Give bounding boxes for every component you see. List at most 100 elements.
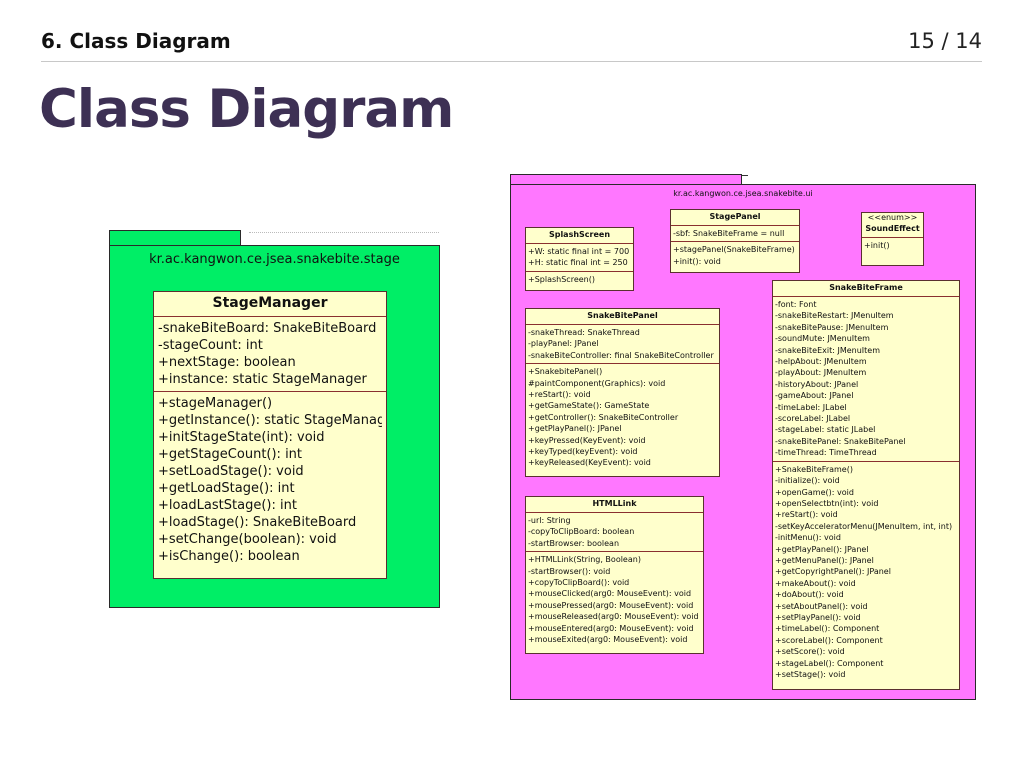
member-row: +getCopyrightPanel(): JPanel bbox=[775, 567, 891, 577]
member-row: +reStart(): void bbox=[528, 390, 591, 400]
member-row: +keyPressed(KeyEvent): void bbox=[528, 435, 646, 445]
member-row: -copyToClipBoard: boolean bbox=[528, 527, 635, 537]
member-row: +openSelectbtn(int): void bbox=[775, 498, 879, 508]
member-row: +scoreLabel(): Component bbox=[775, 635, 883, 645]
member-row: -playAbout: JMenuItem bbox=[775, 368, 867, 378]
member-row: +makeAbout(): void bbox=[775, 578, 856, 588]
member-row: -gameAbout: JPanel bbox=[775, 391, 854, 401]
member-row: +H: static final int = 250 bbox=[528, 258, 628, 268]
member-row: -startBrowser: boolean bbox=[528, 538, 620, 548]
member-row: +stagePanel(SnakeBiteFrame) bbox=[673, 245, 795, 255]
member-row: +stageLabel(): Component bbox=[775, 658, 884, 668]
member-row: -initialize(): void bbox=[775, 476, 840, 486]
member-row: +mouseExited(arg0: MouseEvent): void bbox=[528, 635, 688, 645]
member-row: -stageLabel: static JLabel bbox=[775, 425, 876, 435]
member-row: -stageCount: int bbox=[158, 338, 263, 353]
member-row: +copyToClipBoard(): void bbox=[528, 578, 630, 588]
member-row: +SplashScreen() bbox=[528, 274, 595, 284]
class-sound-effect: <<enum>> SoundEffect +init() bbox=[861, 212, 924, 266]
member-row: +instance: static StageManager bbox=[158, 372, 367, 387]
member-row: -snakeThread: SnakeThread bbox=[528, 328, 640, 337]
member-row: +getPlayPanel(): JPanel bbox=[528, 424, 622, 434]
member-row: -sbf: SnakeBiteFrame = null bbox=[673, 229, 785, 238]
header-divider bbox=[41, 61, 982, 62]
member-row: +nextStage: boolean bbox=[158, 355, 296, 370]
class-name: SnakeBiteFrame bbox=[773, 281, 959, 297]
member-row: -playPanel: JPanel bbox=[528, 339, 599, 349]
member-row: #paintComponent(Graphics): void bbox=[528, 378, 666, 388]
member-row: -font: Font bbox=[775, 300, 817, 309]
member-row: +HTMLLink(String, Boolean) bbox=[528, 555, 641, 565]
attributes-section: -snakeBiteBoard: SnakeBiteBoard -stageCou… bbox=[154, 317, 386, 392]
methods-section: +SnakeBiteFrame()-initialize(): void+ope… bbox=[773, 462, 959, 683]
member-row: +initStageState(int): void bbox=[158, 430, 325, 445]
methods-section: +SplashScreen() bbox=[526, 272, 633, 287]
member-row: +stageManager() bbox=[158, 396, 273, 411]
member-row: +mouseReleased(arg0: MouseEvent): void bbox=[528, 612, 699, 622]
member-row: +getStageCount(): int bbox=[158, 447, 303, 462]
member-row: +mouseClicked(arg0: MouseEvent): void bbox=[528, 589, 692, 599]
page-indicator: 15 / 14 bbox=[908, 29, 982, 53]
member-row: +mousePressed(arg0: MouseEvent): void bbox=[528, 600, 694, 610]
class-stage-manager: StageManager -snakeBiteBoard: SnakeBiteB… bbox=[153, 291, 387, 579]
member-row: +setPlayPanel(): void bbox=[775, 612, 861, 622]
class-stage-panel: StagePanel -sbf: SnakeBiteFrame = null +… bbox=[670, 209, 800, 273]
attributes-section: -font: Font-snakeBiteRestart: JMenuItem-… bbox=[773, 297, 959, 462]
member-row: -timeThread: TimeThread bbox=[775, 448, 877, 458]
member-row: -snakeBitePanel: SnakeBitePanel bbox=[775, 436, 906, 446]
class-snakebite-frame: SnakeBiteFrame -font: Font -snakeBiteRest… bbox=[772, 280, 960, 690]
member-row: +openGame(): void bbox=[775, 487, 854, 497]
class-name: HTMLLink bbox=[526, 497, 703, 513]
member-row: -snakeBiteBoard: SnakeBiteBoard bbox=[158, 321, 377, 336]
member-row: +loadStage(): SnakeBiteBoard bbox=[158, 515, 357, 530]
package-ui: kr.ac.kangwon.ce.jsea.snakebite.ui Splas… bbox=[510, 174, 976, 700]
member-row: -snakeBiteController: final SnakeBiteCon… bbox=[528, 350, 714, 360]
member-row: +getMenuPanel(): JPanel bbox=[775, 555, 874, 565]
member-row: +isChange(): boolean bbox=[158, 549, 300, 564]
member-row: -snakeBiteRestart: JMenuItem bbox=[775, 311, 894, 321]
member-row: +getLoadStage(): int bbox=[158, 481, 295, 496]
member-row: -snakeBitePause: JMenuItem bbox=[775, 322, 889, 332]
class-name: SoundEffect bbox=[862, 223, 923, 238]
member-row: +reStart(): void bbox=[775, 510, 838, 520]
slide-title: Class Diagram bbox=[39, 79, 454, 140]
member-row: +loadLastStage(): int bbox=[158, 498, 297, 513]
attributes-section: +W: static final int = 700 +H: static fin… bbox=[526, 244, 633, 272]
member-row: -url: String bbox=[528, 516, 571, 525]
methods-section: +stagePanel(SnakeBiteFrame)+init(): void bbox=[671, 242, 799, 269]
member-row: +SnakebitePanel() bbox=[528, 367, 603, 377]
member-row: -helpAbout: JMenuItem bbox=[775, 357, 867, 367]
member-row: +getGameState(): GameState bbox=[528, 401, 650, 411]
class-name: StageManager bbox=[154, 292, 386, 317]
member-row: +SnakeBiteFrame() bbox=[775, 464, 853, 474]
class-htmllink: HTMLLink -url: String -copyToClipBoard: b… bbox=[525, 496, 704, 654]
member-row: +setStage(): void bbox=[775, 670, 846, 679]
class-name: SnakeBitePanel bbox=[526, 309, 719, 325]
methods-section: +stageManager() +getInstance(): static St… bbox=[154, 392, 386, 568]
member-row: -snakeBiteExit: JMenuItem bbox=[775, 345, 880, 355]
package-name: kr.ac.kangwon.ce.jsea.snakebite.stage bbox=[149, 252, 400, 267]
package-name: kr.ac.kangwon.ce.jsea.snakebite.ui bbox=[673, 189, 813, 198]
member-row: +init() bbox=[864, 241, 890, 250]
member-row: -soundMute: JMenuItem bbox=[775, 334, 870, 344]
package-tab-guide bbox=[249, 232, 439, 233]
member-row: +setLoadStage(): void bbox=[158, 464, 304, 479]
package-stage: kr.ac.kangwon.ce.jsea.snakebite.stage St… bbox=[109, 230, 440, 608]
member-row: -initMenu(): void bbox=[775, 533, 841, 543]
member-row: +mouseEntered(arg0: MouseEvent): void bbox=[528, 623, 694, 633]
member-row: -timeLabel: JLabel bbox=[775, 402, 847, 412]
class-splash-screen: SplashScreen +W: static final int = 700+… bbox=[525, 227, 634, 291]
member-row: +setScore(): void bbox=[775, 647, 845, 657]
member-row: +W: static final int = 700 bbox=[528, 247, 630, 256]
methods-section: +SnakebitePanel()#paintComponent(Graphic… bbox=[526, 364, 719, 471]
member-row: +getInstance(): static StageManager bbox=[158, 413, 382, 428]
attributes-section: -snakeThread: SnakeThread -playPanel: JPa… bbox=[526, 325, 719, 365]
methods-section: +HTMLLink(String, Boolean)-startBrowser(… bbox=[526, 552, 703, 647]
member-row: +timeLabel(): Component bbox=[775, 624, 880, 634]
section-title: 6. Class Diagram bbox=[41, 29, 231, 53]
member-row: +init(): void bbox=[673, 256, 721, 266]
member-row: +keyTyped(keyEvent): void bbox=[528, 447, 638, 457]
class-name: SplashScreen bbox=[526, 228, 633, 244]
member-row: +keyReleased(KeyEvent): void bbox=[528, 458, 651, 468]
attributes-section: -url: String -copyToClipBoard: boolean-st… bbox=[526, 513, 703, 553]
